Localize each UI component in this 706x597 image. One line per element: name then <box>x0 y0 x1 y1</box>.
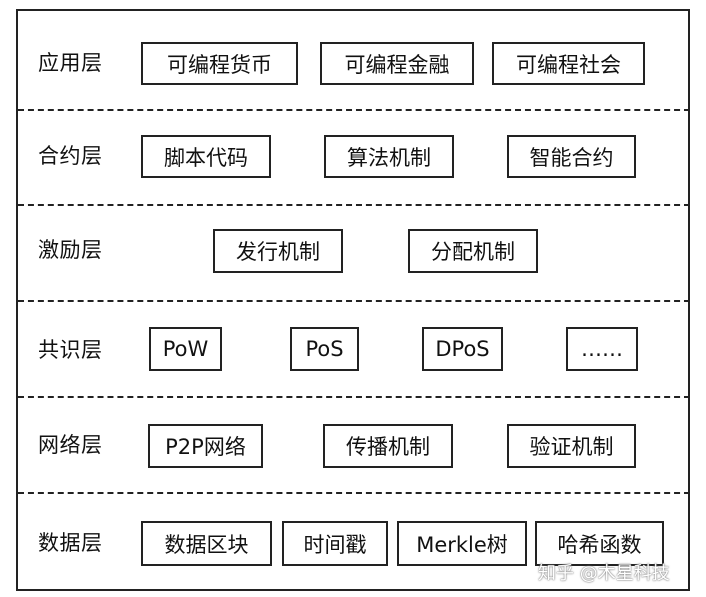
layer-label-contract: 合约层 <box>38 144 103 168</box>
layer-divider <box>18 492 690 494</box>
component-box: Merkle树 <box>397 521 527 566</box>
component-box: 验证机制 <box>507 424 636 468</box>
layer-divider <box>18 204 690 206</box>
component-box: 发行机制 <box>213 229 343 273</box>
layer-label-network: 网络层 <box>38 433 103 457</box>
component-box: 哈希函数 <box>535 521 664 566</box>
component-box: 可编程货币 <box>141 42 298 85</box>
component-box: 时间戳 <box>282 521 388 566</box>
component-box: 数据区块 <box>141 521 272 566</box>
component-box: 可编程金融 <box>320 42 474 85</box>
component-box: 算法机制 <box>324 135 454 178</box>
layer-divider <box>18 396 690 398</box>
component-box: 智能合约 <box>507 135 636 178</box>
component-box: 传播机制 <box>323 424 453 468</box>
component-box: 分配机制 <box>408 229 538 273</box>
component-box: DPoS <box>422 327 503 371</box>
component-box: 可编程社会 <box>492 42 645 85</box>
layer-label-incentive: 激励层 <box>38 238 103 262</box>
component-box: P2P网络 <box>148 424 263 468</box>
component-box: PoW <box>149 327 222 371</box>
watermark: 知乎 @木星科技 <box>538 563 670 584</box>
component-box: 脚本代码 <box>141 135 271 178</box>
layer-label-data: 数据层 <box>38 531 103 555</box>
component-box: …… <box>566 327 638 371</box>
layer-label-application: 应用层 <box>38 51 103 75</box>
component-box: PoS <box>290 327 359 371</box>
layer-label-consensus: 共识层 <box>38 338 103 362</box>
layer-divider <box>18 300 690 302</box>
layer-divider <box>18 109 690 111</box>
